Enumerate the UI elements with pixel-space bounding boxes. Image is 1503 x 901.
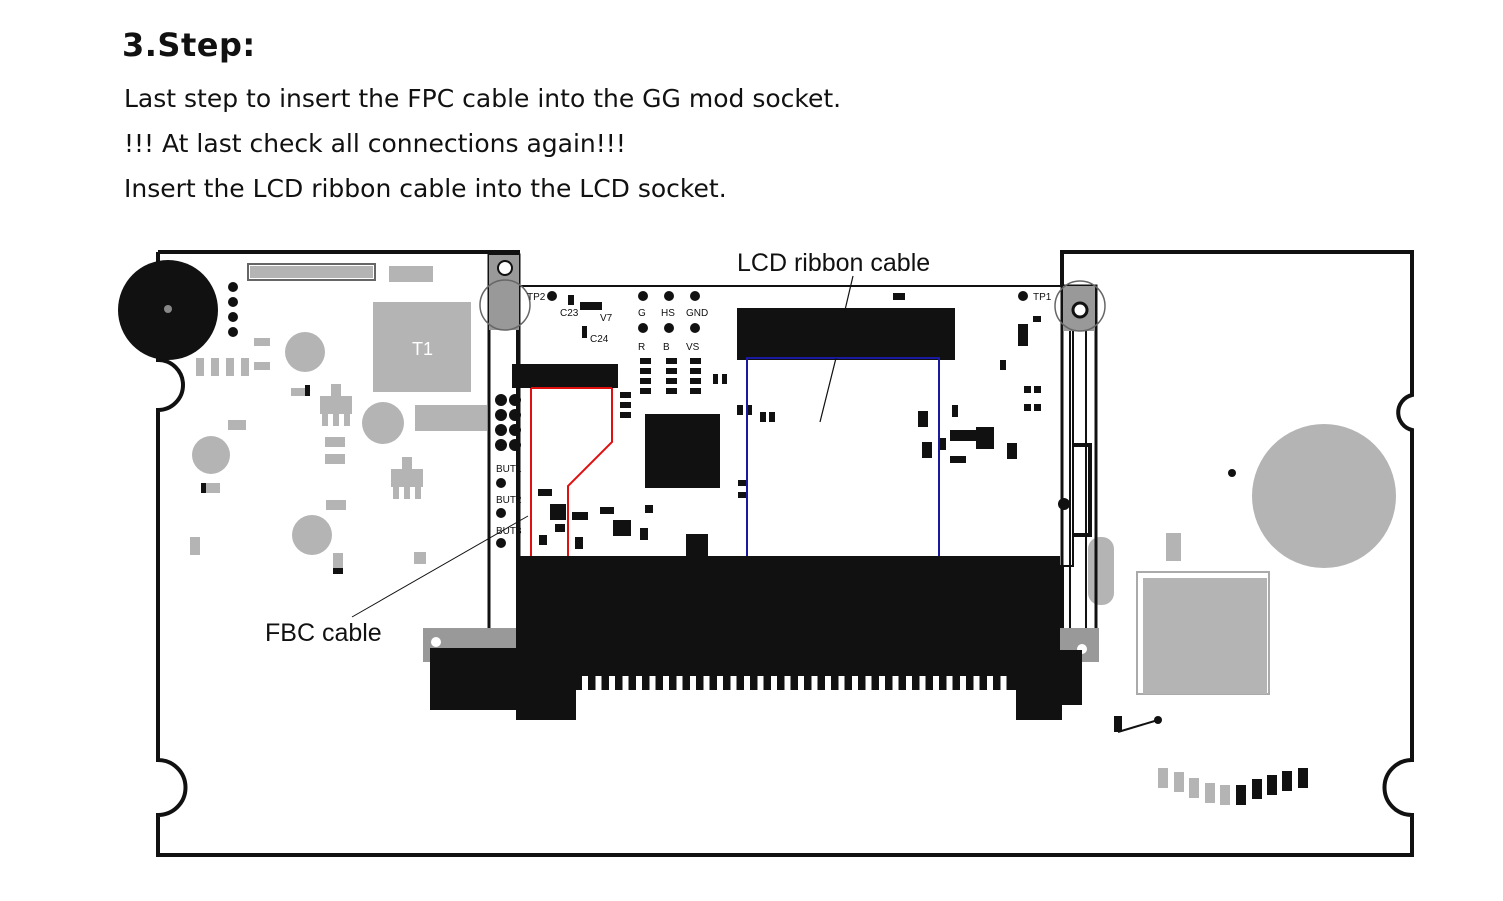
connector-pin-gap: [757, 676, 764, 714]
connector-pin-gap: [717, 676, 723, 714]
connector-pin-gap: [595, 676, 602, 714]
connector-pin-gap: [879, 676, 885, 714]
contact-dots: [228, 282, 238, 337]
label-b: B: [663, 342, 670, 353]
fpc-connector: [430, 534, 1082, 720]
lcd-ribbon-cable-callout: LCD ribbon cable: [737, 249, 930, 423]
connector-pin-gap: [933, 676, 939, 714]
instruction-line-3: Insert the LCD ribbon cable into the LCD…: [124, 174, 727, 203]
connector-pin-gap: [865, 676, 872, 714]
connector-pin-gap: [892, 676, 899, 714]
label-t1: T1: [412, 339, 433, 359]
fpc-trace: [530, 387, 613, 556]
connector-pin-gap: [771, 676, 777, 714]
connector-pin-gap: [919, 676, 926, 714]
connector-pin-gap: [838, 676, 845, 714]
connector-pin-gap: [663, 676, 669, 714]
connector-pin-gap: [649, 676, 656, 714]
label-gnd: GND: [686, 308, 708, 319]
connector-pin-gap: [1000, 676, 1007, 714]
connector-pin-gap: [987, 676, 993, 714]
label-c23: C23: [560, 308, 579, 319]
label-but3: BUT3: [496, 526, 522, 537]
right-board-components: [1088, 424, 1396, 805]
fbc-cable-callout: FBC cable: [265, 515, 529, 647]
label-tp1: TP1: [1033, 292, 1052, 303]
left-board-components: [190, 263, 487, 574]
connector-pin-gap: [852, 676, 858, 714]
step-title: 3.Step:: [122, 26, 256, 64]
connector-pin-gap: [622, 676, 629, 714]
connector-pin-gap: [730, 676, 737, 714]
connector-pin-gap: [690, 676, 696, 714]
mod-pcb: TP2 TP1 C23 V7 C24 G HS GND R B VS BUT1 …: [412, 253, 1106, 642]
connector-pin-gap: [582, 676, 588, 714]
connector-pin-gap: [703, 676, 710, 714]
connector-pin-gap: [960, 676, 966, 714]
label-vs: VS: [686, 342, 700, 353]
connector-pin-gap: [906, 676, 912, 714]
label-g: G: [638, 308, 646, 319]
lcd-ribbon-cable-label: LCD ribbon cable: [737, 249, 930, 277]
label-but2: BUT2: [496, 495, 522, 506]
label-but1: BUT1: [496, 464, 522, 475]
instruction-line-2: !!! At last check all connections again!…: [124, 129, 626, 158]
label-hs: HS: [661, 308, 675, 319]
label-r: R: [638, 342, 645, 353]
connector-pin-gap: [946, 676, 953, 714]
connector-pin-gap: [825, 676, 831, 714]
connector-pin-gap: [636, 676, 642, 714]
connector-pin-gap: [798, 676, 804, 714]
connector-pin-gap: [973, 676, 980, 714]
connector-pin-gap: [744, 676, 750, 714]
connector-pin-gap: [609, 676, 615, 714]
label-c24: C24: [590, 334, 609, 345]
fbc-cable-label: FBC cable: [265, 619, 382, 647]
connector-pin-gap: [784, 676, 791, 714]
label-v7: V7: [600, 313, 613, 324]
connector-pin-gap: [811, 676, 818, 714]
instruction-line-1: Last step to insert the FPC cable into t…: [124, 84, 842, 113]
label-tp2: TP2: [527, 292, 546, 303]
connector-pin-gap: [676, 676, 683, 714]
